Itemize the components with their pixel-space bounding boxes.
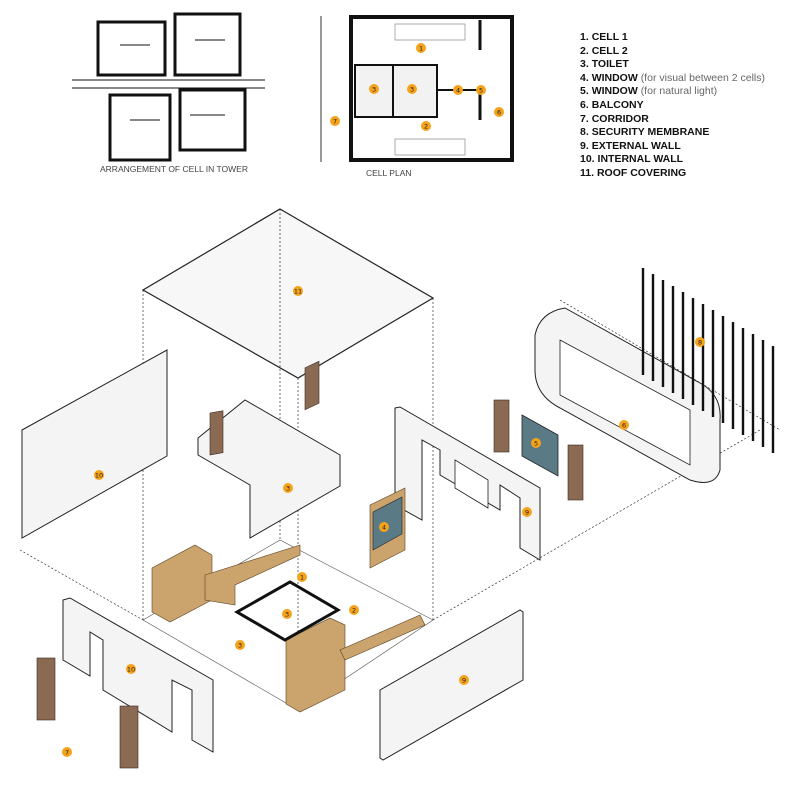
svg-text:3: 3 <box>410 85 414 93</box>
legend-label: CORRIDOR <box>591 112 649 125</box>
svg-text:1: 1 <box>300 573 304 581</box>
svg-text:2: 2 <box>352 606 356 614</box>
axonometric <box>19 208 781 769</box>
svg-text:5: 5 <box>479 86 483 94</box>
tower-arrangement <box>72 12 265 162</box>
svg-text:6: 6 <box>622 421 626 429</box>
legend-label: INTERNAL WALL <box>597 153 684 166</box>
svg-text:7: 7 <box>333 117 337 125</box>
legend: 1. CELL 1 2. CELL 2 3. TOILET 4. WINDOW … <box>580 31 765 181</box>
svg-text:9: 9 <box>525 508 529 516</box>
roof-covering <box>141 208 435 379</box>
legend-item: 4. WINDOW (for visual between 2 cells) <box>580 72 765 86</box>
legend-label: CELL 1 <box>591 31 628 43</box>
svg-text:4: 4 <box>382 523 386 531</box>
cell-plan <box>320 15 514 162</box>
svg-text:10: 10 <box>127 665 135 673</box>
legend-note: (for natural light) <box>640 85 718 98</box>
svg-text:3: 3 <box>286 484 290 492</box>
axonometric-markers: 11 10 3 4 5 6 8 9 1 3 2 3 10 9 7 <box>62 286 705 757</box>
legend-num: 11. <box>580 166 595 179</box>
legend-item: 9. EXTERNAL WALL <box>580 140 765 154</box>
internal-wall-lower <box>62 597 214 753</box>
legend-num: 2. <box>580 44 589 57</box>
legend-num: 4. <box>580 71 589 84</box>
legend-item: 11. ROOF COVERING <box>580 167 765 181</box>
legend-note: (for visual between 2 cells) <box>640 71 765 84</box>
svg-text:4: 4 <box>456 86 460 94</box>
svg-text:11: 11 <box>294 287 302 295</box>
svg-text:2: 2 <box>424 122 428 130</box>
legend-item: 6. BALCONY <box>580 99 765 113</box>
legend-num: 9. <box>580 139 589 152</box>
arrangement-caption: ARRANGEMENT OF CELL IN TOWER <box>100 164 248 174</box>
svg-text:3: 3 <box>285 610 289 618</box>
svg-text:5: 5 <box>534 439 538 447</box>
legend-label: WINDOW <box>591 85 638 98</box>
svg-text:10: 10 <box>95 471 103 479</box>
legend-num: 5. <box>580 85 589 98</box>
plan-caption: CELL PLAN <box>366 168 412 178</box>
legend-label: SECURITY MEMBRANE <box>591 126 710 139</box>
legend-item: 3. TOILET <box>580 58 765 72</box>
legend-label: CELL 2 <box>591 44 628 57</box>
svg-text:3: 3 <box>238 641 242 649</box>
toilet-block <box>197 399 341 539</box>
legend-item: 10. INTERNAL WALL <box>580 153 765 167</box>
svg-text:3: 3 <box>372 85 376 93</box>
legend-item: 1. CELL 1 <box>580 31 765 45</box>
svg-text:7: 7 <box>65 748 69 756</box>
legend-num: 6. <box>580 98 589 111</box>
svg-text:6: 6 <box>497 108 501 116</box>
plan-markers: 1 3 3 4 5 6 7 2 <box>330 43 504 131</box>
legend-item: 5. WINDOW (for natural light) <box>580 85 765 99</box>
security-membrane <box>641 268 775 453</box>
legend-item: 2. CELL 2 <box>580 45 765 59</box>
svg-text:8: 8 <box>698 338 702 346</box>
legend-label: WINDOW <box>591 71 638 84</box>
legend-num: 7. <box>580 112 589 125</box>
legend-item: 8. SECURITY MEMBRANE <box>580 126 765 140</box>
legend-num: 10. <box>580 153 595 166</box>
legend-num: 1. <box>580 31 589 43</box>
legend-label: EXTERNAL WALL <box>591 139 681 152</box>
external-wall-lower <box>379 609 524 761</box>
legend-label: BALCONY <box>591 98 644 111</box>
internal-wall <box>21 349 168 539</box>
svg-text:9: 9 <box>462 676 466 684</box>
legend-num: 8. <box>580 126 589 139</box>
legend-num: 3. <box>580 58 589 71</box>
legend-label: TOILET <box>591 58 629 71</box>
legend-item: 7. CORRIDOR <box>580 113 765 127</box>
legend-label: ROOF COVERING <box>596 166 687 179</box>
svg-text:1: 1 <box>419 44 423 52</box>
